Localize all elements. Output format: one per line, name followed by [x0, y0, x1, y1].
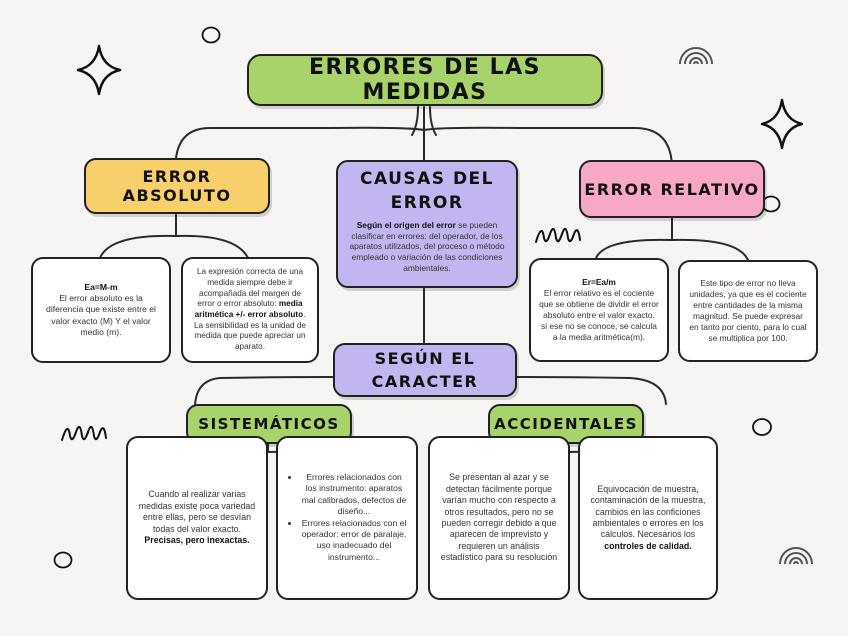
- systematic-examples-list: Errores relacionados con los instrumento…: [286, 472, 408, 563]
- accidental-description-card: Se presentan al azar y se detectan fácil…: [428, 436, 570, 600]
- absolute-expression-text-a: La expresión correcta de una medida siem…: [196, 267, 304, 309]
- accidental-examples-bold: controles de calidad.: [604, 540, 692, 551]
- systematic-description-text: Cuando al realizar varias medidas existe…: [138, 489, 256, 534]
- causes-bold: Según el origen del error: [356, 219, 456, 230]
- relative-units-card: Este tipo de error no lleva unidades, ya…: [678, 260, 818, 362]
- causas-del-error-title: CAUSAS DEL ERROR: [359, 169, 495, 213]
- sparkle-icon: [760, 98, 804, 150]
- systematic-description-bold: Precisas, pero inexactas.: [144, 535, 250, 546]
- systematic-description-card: Cuando al realizar varias medidas existe…: [126, 436, 268, 600]
- rainbow-icon: [779, 547, 813, 565]
- absolute-expression-bold: media aritmética +/- error absoluto: [194, 299, 304, 319]
- absolute-expression-text-b: . La sensibilidad es la unidad de medida…: [194, 310, 306, 351]
- relative-units-text: Este tipo de error no lleva unidades, ya…: [689, 278, 807, 343]
- relative-definition-text: El error relativo es el cociente que se …: [539, 288, 659, 342]
- circle-doodle: [201, 26, 221, 44]
- list-item: Errores relacionados con el operador: er…: [300, 518, 408, 563]
- circle-doodle: [752, 418, 772, 436]
- causes-text: se pueden clasificar en errores: del ope…: [349, 219, 505, 274]
- absolute-formula: Ea=M-m: [84, 282, 118, 293]
- error-relativo-title: ERROR RELATIVO: [579, 160, 765, 218]
- systematic-examples-card: Errores relacionados con los instrumento…: [276, 436, 418, 600]
- absolute-expression-card: La expresión correcta de una medida siem…: [181, 257, 319, 363]
- loop-doodle: [61, 425, 107, 441]
- relative-definition-card: Er=Ea/m El error relativo es el cociente…: [529, 258, 669, 362]
- sparkle-icon: [76, 44, 122, 96]
- accidental-examples-card: Equivocación de muestra, contaminación d…: [578, 436, 718, 600]
- causas-del-error-box: CAUSAS DEL ERROR Según el origen del err…: [336, 160, 518, 288]
- error-absoluto-title: ERROR ABSOLUTO: [84, 158, 270, 214]
- main-title: ERRORES DE LAS MEDIDAS: [247, 54, 603, 106]
- accidental-description-text: Se presentan al azar y se detectan fácil…: [440, 472, 558, 563]
- circle-doodle: [53, 551, 73, 569]
- absolute-definition-text: El error absoluto es la diferencia que e…: [46, 293, 156, 337]
- rainbow-icon: [679, 47, 713, 65]
- loop-doodle: [535, 227, 581, 243]
- relative-formula: Er=Ea/m: [582, 277, 616, 288]
- accidental-examples-text: Equivocación de muestra, contaminación d…: [590, 483, 706, 540]
- absolute-definition-card: Ea=M-m El error absoluto es la diferenci…: [31, 257, 171, 363]
- segun-el-caracter-title: SEGÚN EL CARACTER: [333, 343, 517, 397]
- list-item: Errores relacionados con los instrumento…: [300, 472, 408, 517]
